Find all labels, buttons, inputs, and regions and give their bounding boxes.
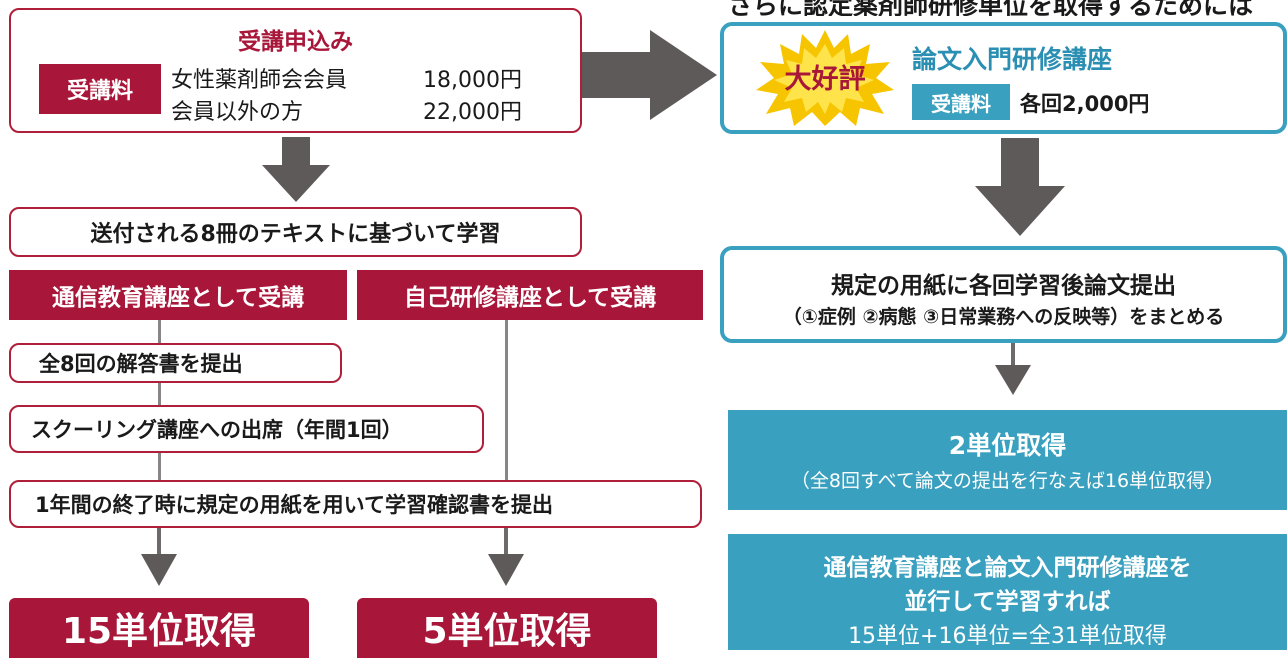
connector-line: [158, 453, 161, 481]
arrow-down-icon: [141, 554, 177, 586]
step-confirmation: 1年間の終了時に規定の用紙を用いて学習確認書を提出: [9, 480, 702, 528]
nonmember-fee: 22,000円: [423, 100, 522, 125]
nonmember-label: 会員以外の方: [171, 100, 304, 125]
connector-line: [504, 528, 508, 556]
combined-line1: 通信教育講座と論文入門研修講座を: [823, 555, 1192, 581]
thesis-fee-label: 受講料: [912, 84, 1010, 120]
study-text-box: 送付される8冊のテキストに基づいて学習: [9, 207, 582, 257]
combined-line2: 並行して学習すれば: [904, 589, 1111, 615]
step-answers-text: 全8回の解答書を提出: [39, 352, 243, 376]
top-right-heading: さらに認定薬剤師研修単位を取得するためには: [728, 0, 1254, 16]
thesis-credit-title: 2単位取得: [948, 431, 1067, 460]
connector-line: [158, 320, 161, 344]
combined-line3: 15単位+16単位=全31単位取得: [848, 624, 1167, 649]
step-answers: 全8回の解答書を提出: [9, 343, 342, 383]
burst-badge-icon: [756, 30, 894, 126]
thesis-credit-note: （全8回すべて論文の提出を行なえば16単位取得）: [790, 470, 1225, 492]
thesis-submit-box: 規定の用紙に各回学習後論文提出 （①症例 ②病態 ③日常業務への反映等）をまとめ…: [720, 246, 1287, 343]
step-schooling-text: スクーリング講座への出席（年間1回）: [31, 418, 403, 442]
arrow-down-icon: [262, 137, 330, 202]
thesis-credit-box: 2単位取得 （全8回すべて論文の提出を行なえば16単位取得）: [728, 410, 1287, 510]
thesis-submit-line2: （①症例 ②病態 ③日常業務への反映等）をまとめる: [782, 306, 1225, 328]
arrow-right-icon: [582, 30, 717, 120]
result-self-study: 5単位取得: [357, 598, 657, 658]
result-correspondence: 15単位取得: [9, 598, 309, 658]
arrow-down-icon: [488, 554, 524, 586]
member-fee: 18,000円: [423, 68, 522, 93]
track-self-study: 自己研修講座として受講: [357, 270, 703, 320]
connector-line: [505, 320, 508, 482]
thesis-course-box: 大好評 論文入門研修講座 受講料 各回2,000円: [720, 22, 1287, 134]
connector-line: [158, 382, 161, 406]
application-box: 受講申込み 受講料 女性薬剤師会会員 18,000円 会員以外の方 22,000…: [9, 8, 582, 133]
connector-line: [1011, 343, 1015, 367]
combined-box: 通信教育講座と論文入門研修講座を 並行して学習すれば 15単位+16単位=全31…: [728, 534, 1287, 650]
thesis-badge: 大好評: [784, 63, 866, 95]
thesis-title: 論文入門研修講座: [912, 45, 1113, 74]
step-confirmation-text: 1年間の終了時に規定の用紙を用いて学習確認書を提出: [35, 493, 553, 517]
application-fee-label: 受講料: [39, 64, 161, 114]
arrow-down-icon: [995, 365, 1031, 395]
step-schooling: スクーリング講座への出席（年間1回）: [9, 405, 484, 453]
connector-line: [157, 528, 161, 556]
thesis-submit-line1: 規定の用紙に各回学習後論文提出: [831, 273, 1176, 299]
track-correspondence: 通信教育講座として受講: [9, 270, 347, 320]
thesis-fee: 各回2,000円: [1020, 92, 1150, 116]
member-label: 女性薬剤師会会員: [171, 68, 348, 93]
arrow-down-icon: [975, 138, 1065, 236]
application-title: 受講申込み: [238, 29, 353, 55]
